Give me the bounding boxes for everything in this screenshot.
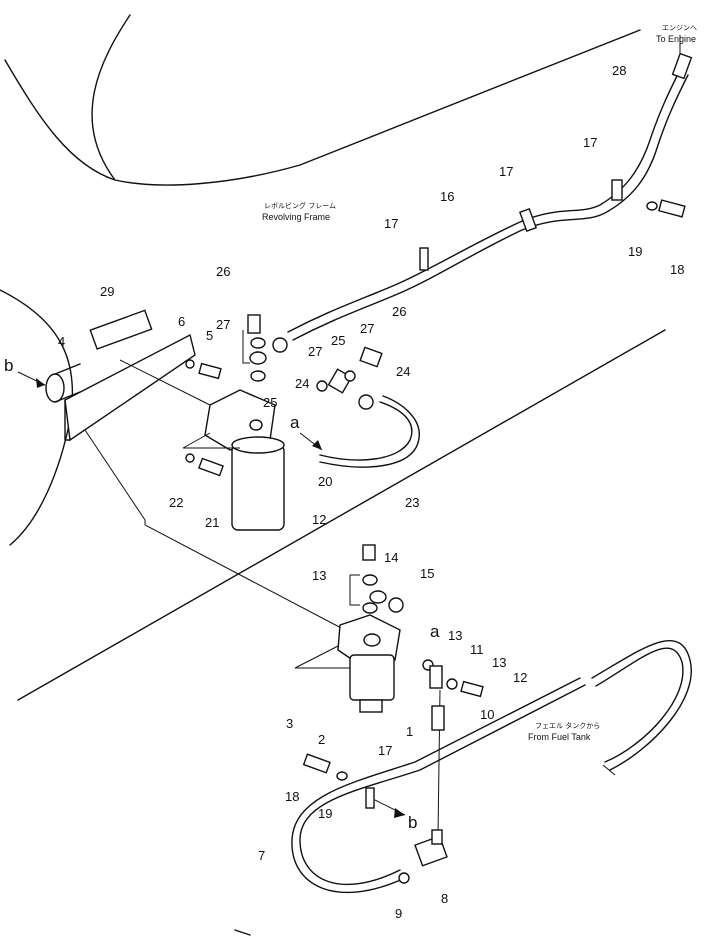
part-number-17-b: 17 — [499, 164, 513, 179]
fittings-lower — [362, 544, 484, 731]
part-number-12-upper: 12 — [312, 512, 326, 527]
part-number-4: 4 — [58, 334, 65, 349]
part-number-21: 21 — [205, 515, 219, 530]
mark-a-lower: a — [430, 622, 440, 641]
part-number-15: 15 — [420, 566, 434, 581]
part-number-19-upper: 19 — [628, 244, 642, 259]
part-number-13-a: 13 — [312, 568, 326, 583]
water-separator-1 — [337, 614, 401, 713]
part-number-24-a: 24 — [295, 376, 309, 391]
to-engine-label: To Engine — [656, 34, 696, 44]
part-number-5: 5 — [206, 328, 213, 343]
fuel-filter-20 — [204, 389, 285, 531]
part-number-17-c: 17 — [583, 135, 597, 150]
part-number-26-a: 26 — [216, 264, 230, 279]
part-number-13-c: 13 — [492, 655, 506, 670]
part-number-27-c: 27 — [360, 321, 374, 336]
part-number-28: 28 — [612, 63, 626, 78]
part-number-18-upper: 18 — [670, 262, 684, 277]
part-number-11: 11 — [470, 642, 484, 657]
mark-a-upper: a — [290, 413, 300, 432]
fuel-tank-label: From Fuel Tank — [528, 732, 591, 742]
part-number-27-a: 27 — [216, 317, 230, 332]
part-number-29: 29 — [100, 284, 114, 299]
fittings-upper — [247, 314, 383, 410]
part-number-6: 6 — [178, 314, 185, 329]
to-engine-jp: エンジンへ — [662, 24, 697, 32]
fuel-pipe-to-engine — [287, 52, 693, 341]
part-number-22: 22 — [169, 495, 183, 510]
clamps — [365, 179, 623, 809]
part-number-23: 23 — [405, 495, 419, 510]
part-number-18-lower: 18 — [285, 789, 299, 804]
bolt-18-lower — [302, 753, 348, 781]
part-number-16: 16 — [440, 189, 454, 204]
bolt-18-upper — [646, 199, 686, 218]
bolt-21 — [185, 453, 224, 477]
mark-b-lower: b — [408, 813, 417, 832]
part-number-12-lower: 12 — [513, 670, 527, 685]
hose-23 — [319, 395, 420, 468]
bolt-5 — [185, 359, 222, 380]
mark-b-left: b — [4, 356, 13, 375]
part-number-8: 8 — [441, 891, 448, 906]
arrows — [17, 35, 681, 818]
part-number-19-lower: 19 — [318, 806, 332, 821]
part-number-3: 3 — [286, 716, 293, 731]
elbow-8 — [398, 829, 448, 884]
part-number-25-b: 25 — [331, 333, 345, 348]
part-number-10: 10 — [480, 707, 494, 722]
part-number-17-d: 17 — [378, 743, 392, 758]
part-number-14: 14 — [384, 550, 398, 565]
part-number-17-a: 17 — [384, 216, 398, 231]
bracket-4 — [45, 309, 196, 442]
revolving-frame-label: Revolving Frame — [262, 212, 330, 222]
hose-7 — [291, 640, 692, 894]
part-number-26-b: 26 — [392, 304, 406, 319]
part-number-20: 20 — [318, 474, 332, 489]
part-number-27-b: 27 — [308, 344, 322, 359]
part-number-24-b: 24 — [396, 364, 410, 379]
revolving-frame-jp: レボルビング フレーム — [264, 201, 336, 210]
fuel-tank-jp: フェエル タンクから — [535, 721, 600, 730]
revolving-frame-outline — [0, 14, 666, 936]
part-number-25-a: 25 — [263, 395, 277, 410]
part-number-13-b: 13 — [448, 628, 462, 643]
part-number-9: 9 — [395, 906, 402, 921]
part-number-7: 7 — [258, 848, 265, 863]
part-number-2: 2 — [318, 732, 325, 747]
part-number-1: 1 — [406, 724, 413, 739]
